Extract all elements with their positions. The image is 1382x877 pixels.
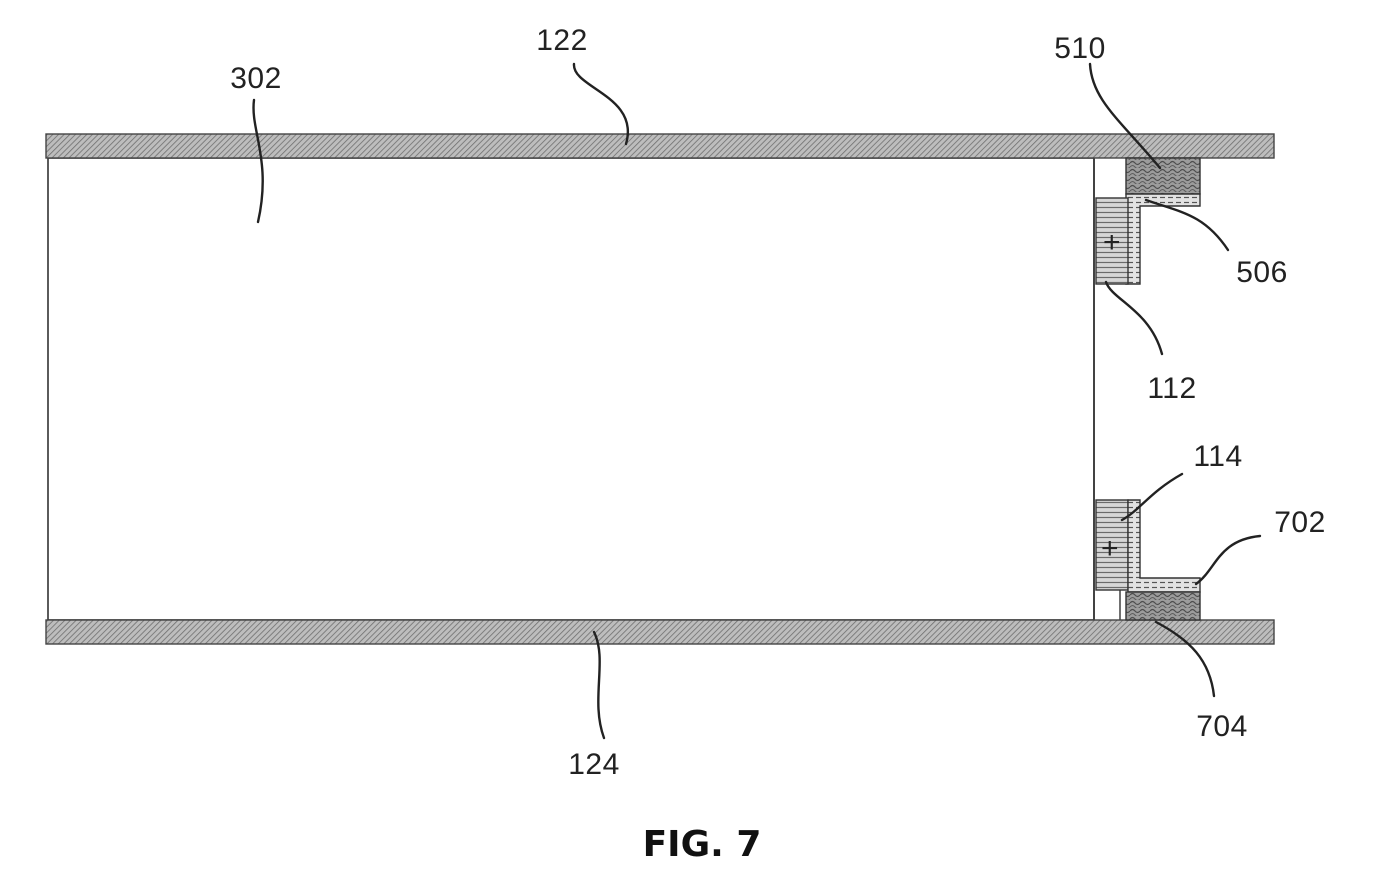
bottom-plate [46,620,1274,644]
leader-114 [1122,474,1182,520]
leader-302 [254,100,263,222]
leader-112 [1106,282,1162,354]
label-bottom-bracket: 702 [1274,506,1326,539]
label-top-bracket: 506 [1236,256,1288,289]
leader-124 [594,632,604,738]
leader-506 [1146,200,1228,250]
bottom-cap [1126,592,1200,620]
label-bottom-plate: 124 [568,748,620,781]
label-bottom-cell: 114 [1193,440,1242,473]
top-bracket [1126,194,1200,284]
label-top-cap: 510 [1054,32,1106,65]
leader-702 [1196,536,1260,584]
label-top-plate: 122 [536,24,588,57]
top-cap [1126,158,1200,194]
bottom-cell-mark: + [1101,532,1119,565]
bottom-bracket [1128,500,1200,592]
top-cell-mark: + [1103,226,1121,259]
label-fill-region: 302 [230,62,282,95]
label-top-cell: 112 [1147,372,1196,405]
fill-region [48,158,1094,620]
figure-caption: FIG. 7 [643,824,762,865]
label-bottom-cap: 704 [1196,710,1248,743]
leader-122 [574,64,628,144]
top-plate [46,134,1274,158]
